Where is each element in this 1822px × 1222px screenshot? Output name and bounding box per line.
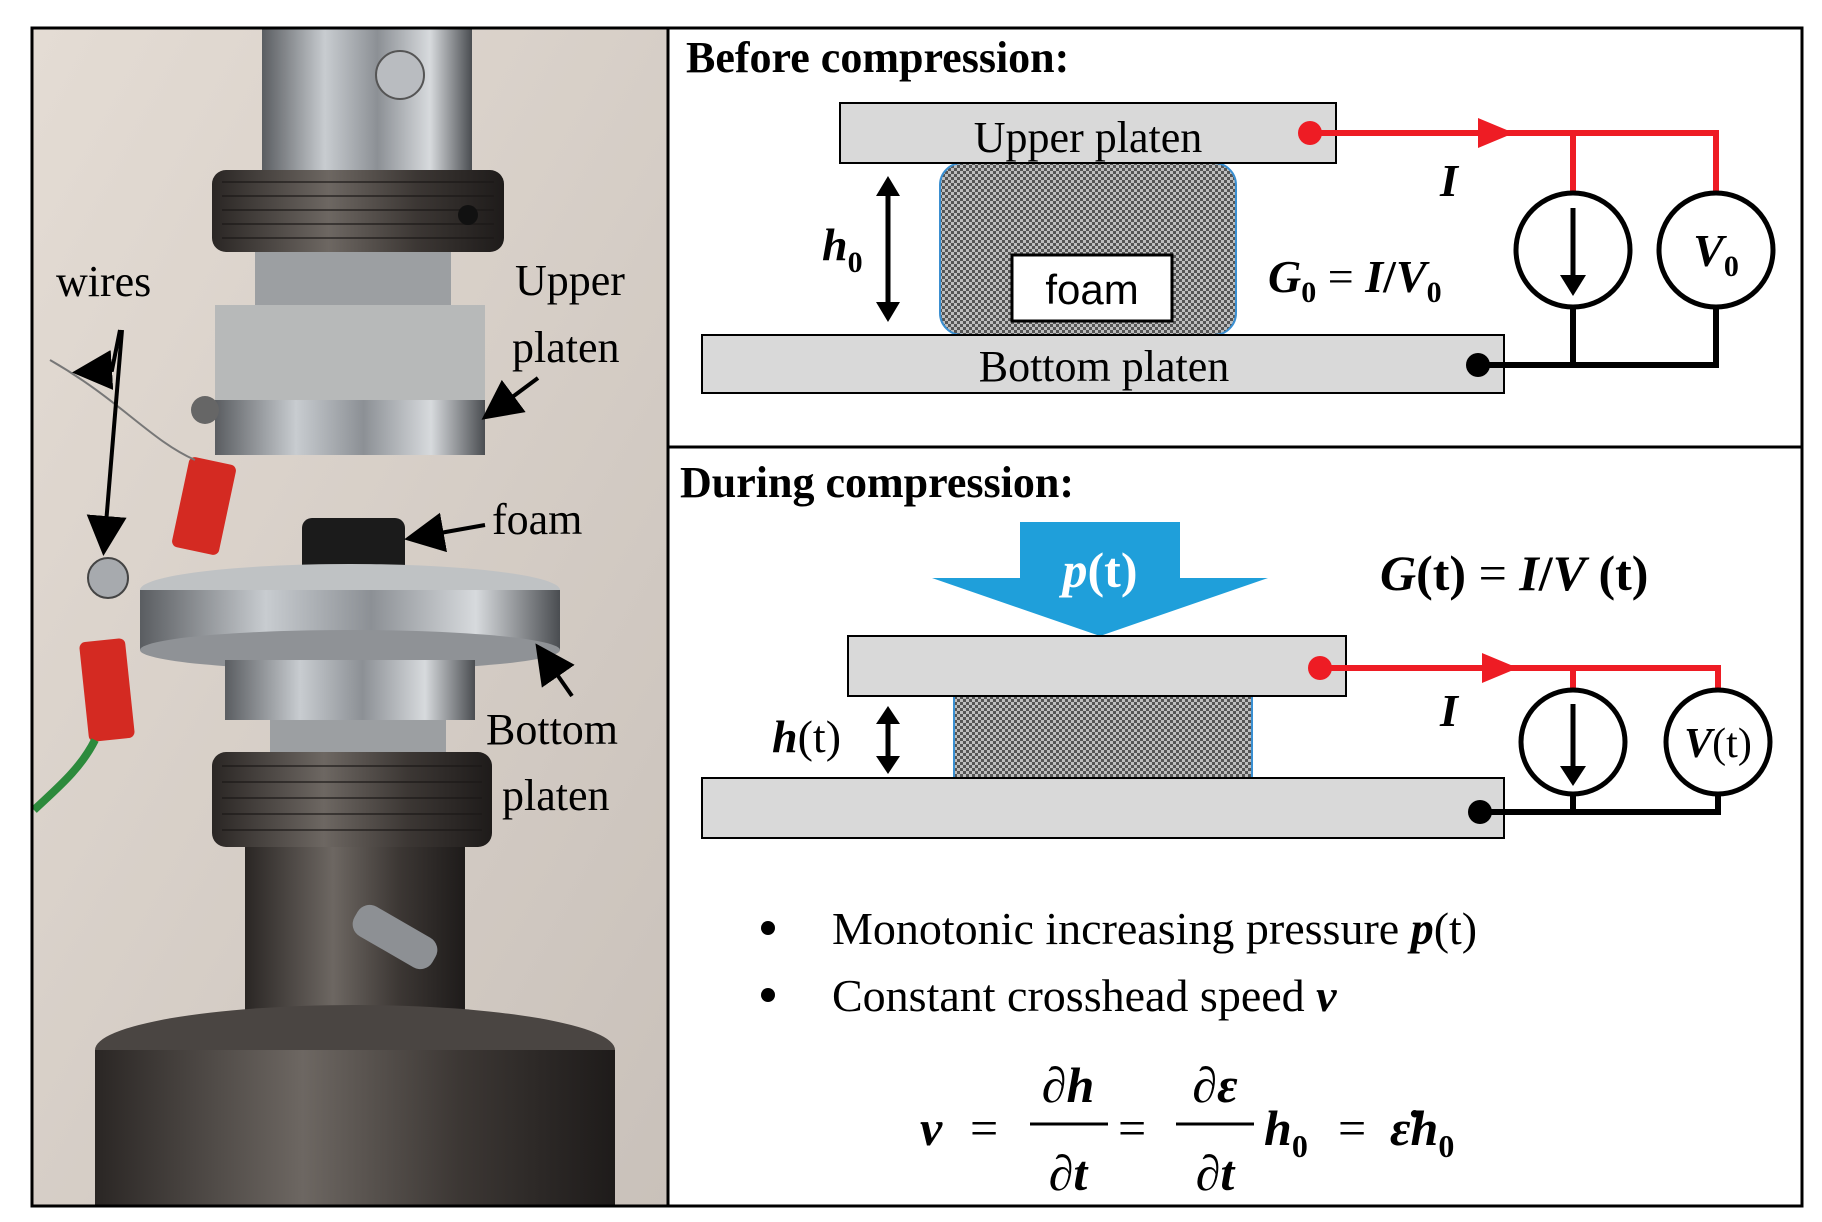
upper-column bbox=[262, 28, 472, 193]
wires-arrow-upper bbox=[72, 329, 122, 390]
pressure-label: p(t) bbox=[1059, 542, 1138, 598]
before-height-arrowhead-bottom bbox=[876, 302, 900, 322]
lower-pin bbox=[352, 904, 438, 970]
during-conductance-equation: G(t) = I/V (t) bbox=[1380, 545, 1648, 601]
bullet-dot-2 bbox=[761, 988, 775, 1002]
speed-equation: v = ∂h ∂t = ∂ε ∂t h0 = ε̇h0 bbox=[920, 1057, 1454, 1201]
upper-screw bbox=[191, 396, 219, 424]
during-source-arrow-icon bbox=[1560, 766, 1586, 786]
foam-arrow bbox=[404, 512, 486, 553]
pressure-arrow bbox=[932, 522, 1268, 636]
upper-nut-hole bbox=[458, 205, 478, 225]
during-circuit: I V(t) bbox=[1308, 653, 1773, 824]
before-source-arrow-icon bbox=[1560, 275, 1586, 296]
during-panel: During compression: p(t) h(t) G(t) = I/V… bbox=[680, 458, 1773, 1201]
before-heading: Before compression: bbox=[686, 33, 1069, 82]
during-current-arrow bbox=[1482, 653, 1518, 683]
eq-frac1-numerator: ∂h bbox=[1042, 1057, 1095, 1113]
upper-thread bbox=[255, 252, 451, 312]
label-bottom-platen-2: platen bbox=[502, 771, 610, 820]
bottom-platen-arrow bbox=[535, 643, 575, 698]
lower-knurl-lines bbox=[222, 765, 482, 831]
before-bottom-platen bbox=[701, 334, 1505, 394]
before-current-label: I bbox=[1439, 155, 1460, 206]
during-height-arrowhead-bottom bbox=[876, 756, 900, 774]
during-red-wire-main bbox=[1320, 665, 1721, 694]
label-upper-platen-1: Upper bbox=[515, 256, 625, 305]
label-foam: foam bbox=[492, 495, 582, 544]
before-bottom-platen-label: Bottom platen bbox=[979, 342, 1230, 391]
label-wires: wires bbox=[56, 257, 151, 306]
bottom-platen-hub bbox=[225, 660, 475, 720]
base-body bbox=[95, 1050, 615, 1206]
bullet-1: Monotonic increasing pressure p(t) bbox=[832, 903, 1477, 954]
lower-knurled-nut bbox=[212, 752, 492, 847]
eq-equals-2: = bbox=[1118, 1100, 1146, 1156]
during-contact-bottom bbox=[1468, 800, 1492, 824]
before-circuit: I V0 bbox=[1298, 118, 1776, 377]
label-upper-platen-2: platen bbox=[512, 323, 620, 372]
before-red-wire-main bbox=[1310, 130, 1719, 195]
during-current-label: I bbox=[1439, 685, 1460, 736]
before-foam-label: foam bbox=[1045, 266, 1138, 313]
before-contact-bottom bbox=[1466, 353, 1490, 377]
during-voltmeter-label: V(t) bbox=[1684, 721, 1752, 767]
eq-equals-1: = bbox=[970, 1100, 998, 1156]
before-height-arrowhead-top bbox=[876, 176, 900, 196]
upper-pin bbox=[375, 50, 425, 100]
during-foam bbox=[953, 695, 1253, 779]
upper-platen-face bbox=[215, 400, 485, 455]
photo-panel: wires Upper platen foam Bottom platen bbox=[31, 28, 668, 1206]
during-bottom-platen bbox=[701, 777, 1505, 839]
label-bottom-platen-1: Bottom bbox=[486, 705, 618, 754]
eq-term-h: h0 bbox=[1264, 1100, 1308, 1164]
during-black-wire-main bbox=[1480, 794, 1721, 815]
eq-frac2-denominator: ∂t bbox=[1196, 1145, 1237, 1201]
upper-platen-arrow bbox=[481, 376, 540, 420]
during-height-arrowhead-top bbox=[876, 706, 900, 724]
bottom-green-wire bbox=[31, 738, 99, 813]
before-upper-platen-label: Upper platen bbox=[974, 113, 1202, 162]
during-height-label: h(t) bbox=[772, 711, 841, 762]
eq-frac1-denominator: ∂t bbox=[1049, 1145, 1090, 1201]
bottom-red-connector bbox=[79, 638, 135, 742]
before-conductance-equation: G0 = I/V0 bbox=[1268, 251, 1442, 309]
during-heading: During compression: bbox=[680, 458, 1074, 507]
bullet-dot-1 bbox=[761, 921, 775, 935]
eq-equals-3: = bbox=[1338, 1100, 1366, 1156]
eq-rhs: ε̇h0 bbox=[1390, 1100, 1454, 1164]
upper-knurl-lines bbox=[222, 181, 494, 239]
upper-platen-body bbox=[215, 305, 485, 405]
before-height-label: h0 bbox=[822, 219, 863, 279]
before-voltmeter-label: V0 bbox=[1693, 225, 1739, 283]
bullet-2: Constant crosshead speed v bbox=[832, 970, 1337, 1021]
upper-red-connector bbox=[172, 457, 236, 555]
outer-frame bbox=[30, 26, 1804, 1208]
eq-frac2-numerator: ∂ε bbox=[1192, 1057, 1238, 1113]
bottom-screw bbox=[87, 557, 129, 599]
wires-arrow-lower bbox=[86, 329, 127, 556]
eq-lhs: v bbox=[920, 1100, 943, 1156]
before-black-wire-main bbox=[1478, 307, 1719, 368]
before-panel: Before compression: foam Upper platen Bo… bbox=[686, 33, 1776, 394]
before-foam-label-box bbox=[1010, 253, 1174, 323]
during-upper-platen bbox=[847, 635, 1347, 697]
before-current-arrow bbox=[1478, 118, 1514, 148]
